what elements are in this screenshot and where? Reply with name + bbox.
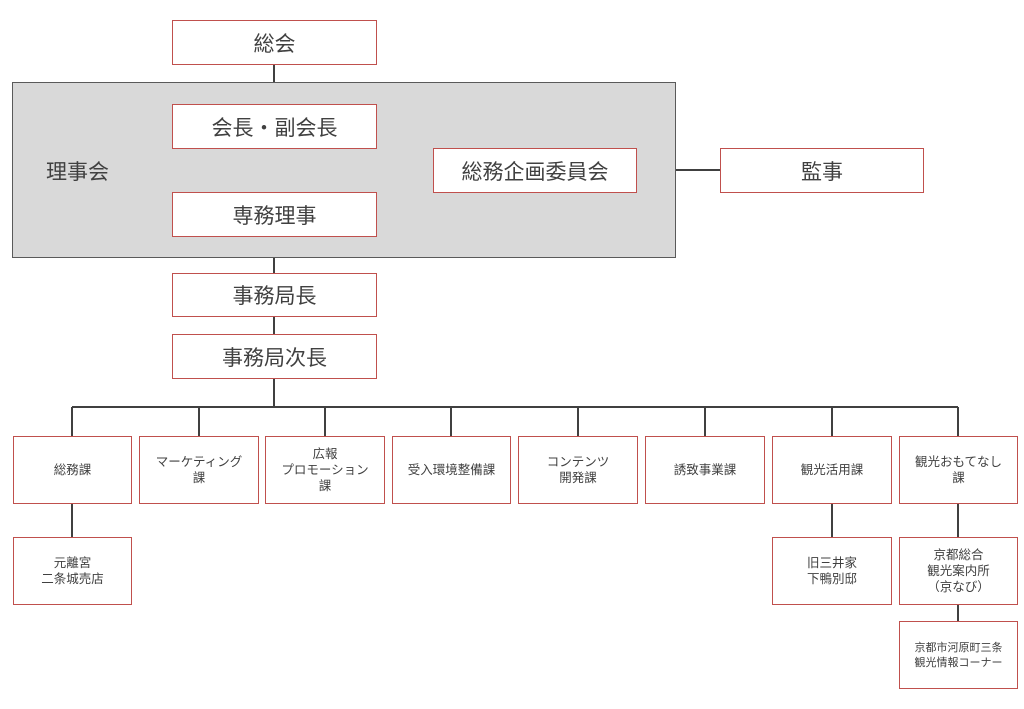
subunit-kyonavi-info-center: 京都総合 観光案内所 （京なび） bbox=[899, 537, 1018, 605]
division-general-affairs: 総務課 bbox=[13, 436, 132, 504]
auditor-box: 監事 bbox=[720, 148, 924, 193]
deputy-secretary-general-box: 事務局次長 bbox=[172, 334, 377, 379]
subunit-nijo-castle-shop: 元離宮 二条城売店 bbox=[13, 537, 132, 605]
board-of-directors-label: 理事会 bbox=[46, 160, 109, 184]
planning-committee-box: 総務企画委員会 bbox=[433, 148, 637, 193]
division-tourism-use: 観光活用課 bbox=[772, 436, 892, 504]
division-hospitality: 観光おもてなし 課 bbox=[899, 436, 1018, 504]
division-content-development: コンテンツ 開発課 bbox=[518, 436, 638, 504]
secretary-general-box: 事務局長 bbox=[172, 273, 377, 317]
division-pr-promotion: 広報 プロモーション 課 bbox=[265, 436, 385, 504]
division-marketing: マーケティング 課 bbox=[139, 436, 259, 504]
executive-director-box: 専務理事 bbox=[172, 192, 377, 237]
division-attraction-business: 誘致事業課 bbox=[645, 436, 765, 504]
chair-vice-chair-box: 会長・副会長 bbox=[172, 104, 377, 149]
division-reception-environment: 受入環境整備課 bbox=[392, 436, 511, 504]
subunit-mitsui-villa: 旧三井家 下鴨別邸 bbox=[772, 537, 892, 605]
general-meeting-box: 総会 bbox=[172, 20, 377, 65]
subunit-kawaramachi-info-corner: 京都市河原町三条 観光情報コーナー bbox=[899, 621, 1018, 689]
